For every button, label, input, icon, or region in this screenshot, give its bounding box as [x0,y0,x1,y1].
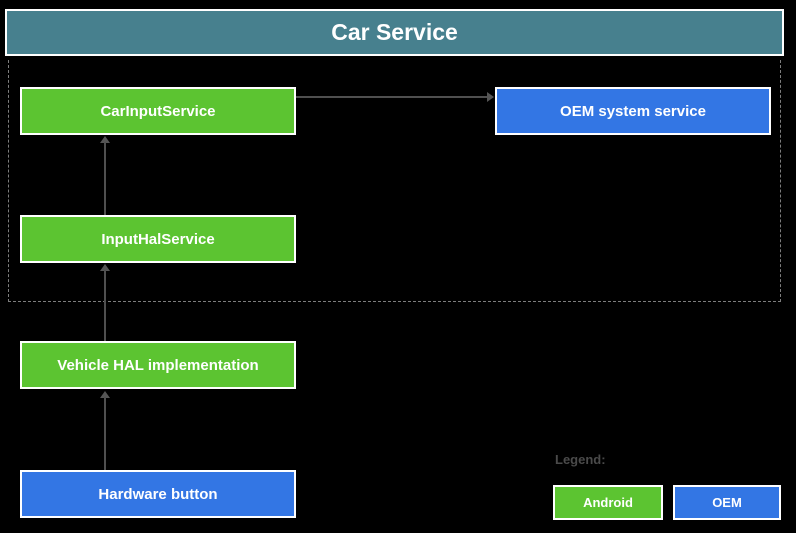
node-label: InputHalService [101,230,215,248]
node-input-hal-service: InputHalService [20,215,296,263]
node-hardware-button: Hardware button [20,470,296,518]
arrow-line [104,142,106,215]
legend-item-oem: OEM [673,485,781,520]
car-service-dashed-boundary [8,60,781,302]
legend-item-android: Android [553,485,663,520]
node-label: CarInputService [100,102,216,120]
node-label: OEM system service [560,102,706,120]
legend-item-label: OEM [712,495,742,510]
node-label: Vehicle HAL implementation [57,356,259,374]
arrowhead-up-icon [100,264,110,271]
node-label: Hardware button [98,485,218,503]
arrowhead-up-icon [100,391,110,398]
diagram-title: Car Service [331,19,458,45]
arrowhead-right-icon [487,92,494,102]
legend-title: Legend: [555,452,606,467]
legend-item-label: Android [583,495,633,510]
arrow-line [104,270,106,341]
arrow-line [296,96,488,98]
diagram-title-bar: Car Service [5,9,784,56]
node-car-input-service: CarInputService [20,87,296,135]
arrow-line [104,397,106,470]
arrowhead-up-icon [100,136,110,143]
node-oem-system-service: OEM system service [495,87,771,135]
node-vehicle-hal-implementation: Vehicle HAL implementation [20,341,296,389]
